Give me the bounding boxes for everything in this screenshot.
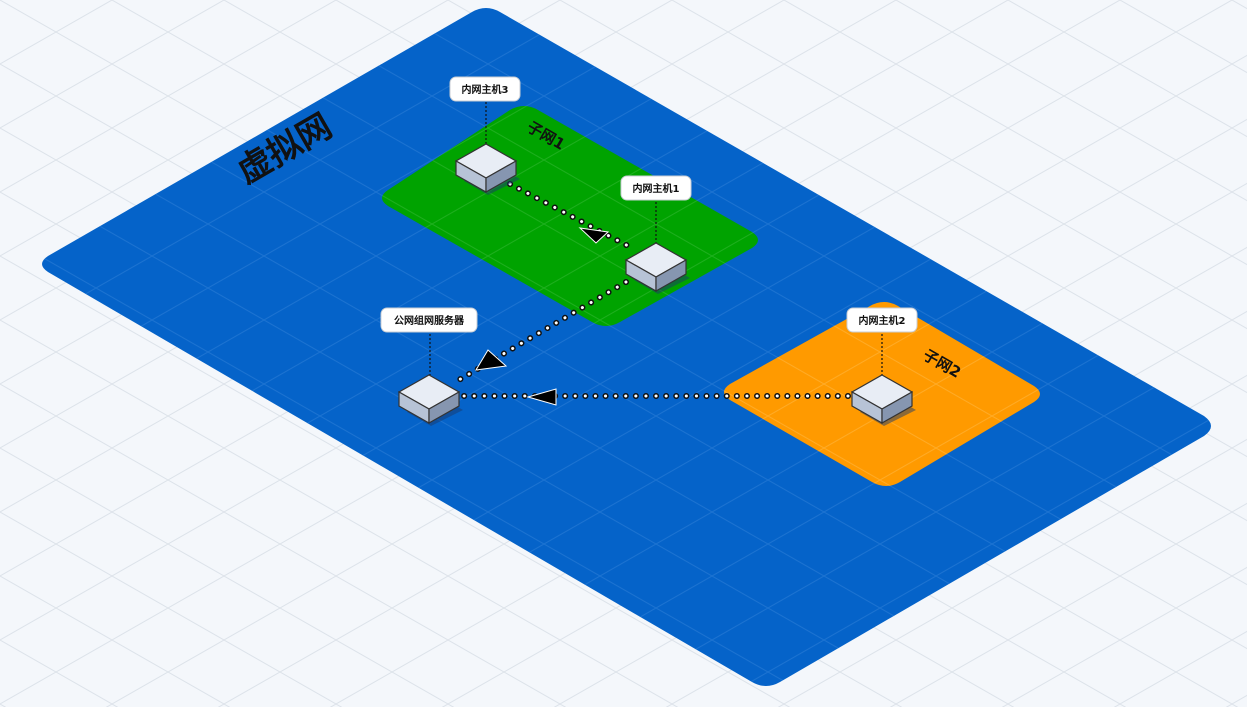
host2-node[interactable]: 内网主机2 — [846, 307, 918, 426]
server-label: 公网组网服务器 — [394, 314, 465, 327]
callout-box — [846, 307, 918, 333]
host1-node[interactable]: 内网主机1 — [620, 175, 692, 294]
server-box-icon — [454, 143, 520, 195]
server-node[interactable]: 公网组网服务器 — [380, 307, 478, 426]
connection-host3-to-host1 — [507, 181, 635, 251]
callout-box — [380, 307, 478, 333]
connection-host1-to-server — [449, 279, 629, 387]
host3-node[interactable]: 内网主机3 — [449, 76, 521, 195]
host2-label: 内网主机2 — [859, 314, 906, 327]
server-box-icon — [624, 242, 690, 294]
server-box-icon — [850, 374, 916, 426]
arrow-head — [475, 349, 508, 371]
server-box-icon — [397, 374, 463, 426]
callout-box — [620, 175, 692, 201]
arrow-head — [578, 227, 610, 244]
connection-host2-to-server — [459, 388, 851, 406]
host1-label: 内网主机1 — [633, 182, 680, 195]
callout-box — [449, 76, 521, 102]
arrow-head — [526, 388, 557, 406]
host3-label: 内网主机3 — [462, 83, 509, 96]
virtual-network-plane — [42, 8, 1211, 686]
